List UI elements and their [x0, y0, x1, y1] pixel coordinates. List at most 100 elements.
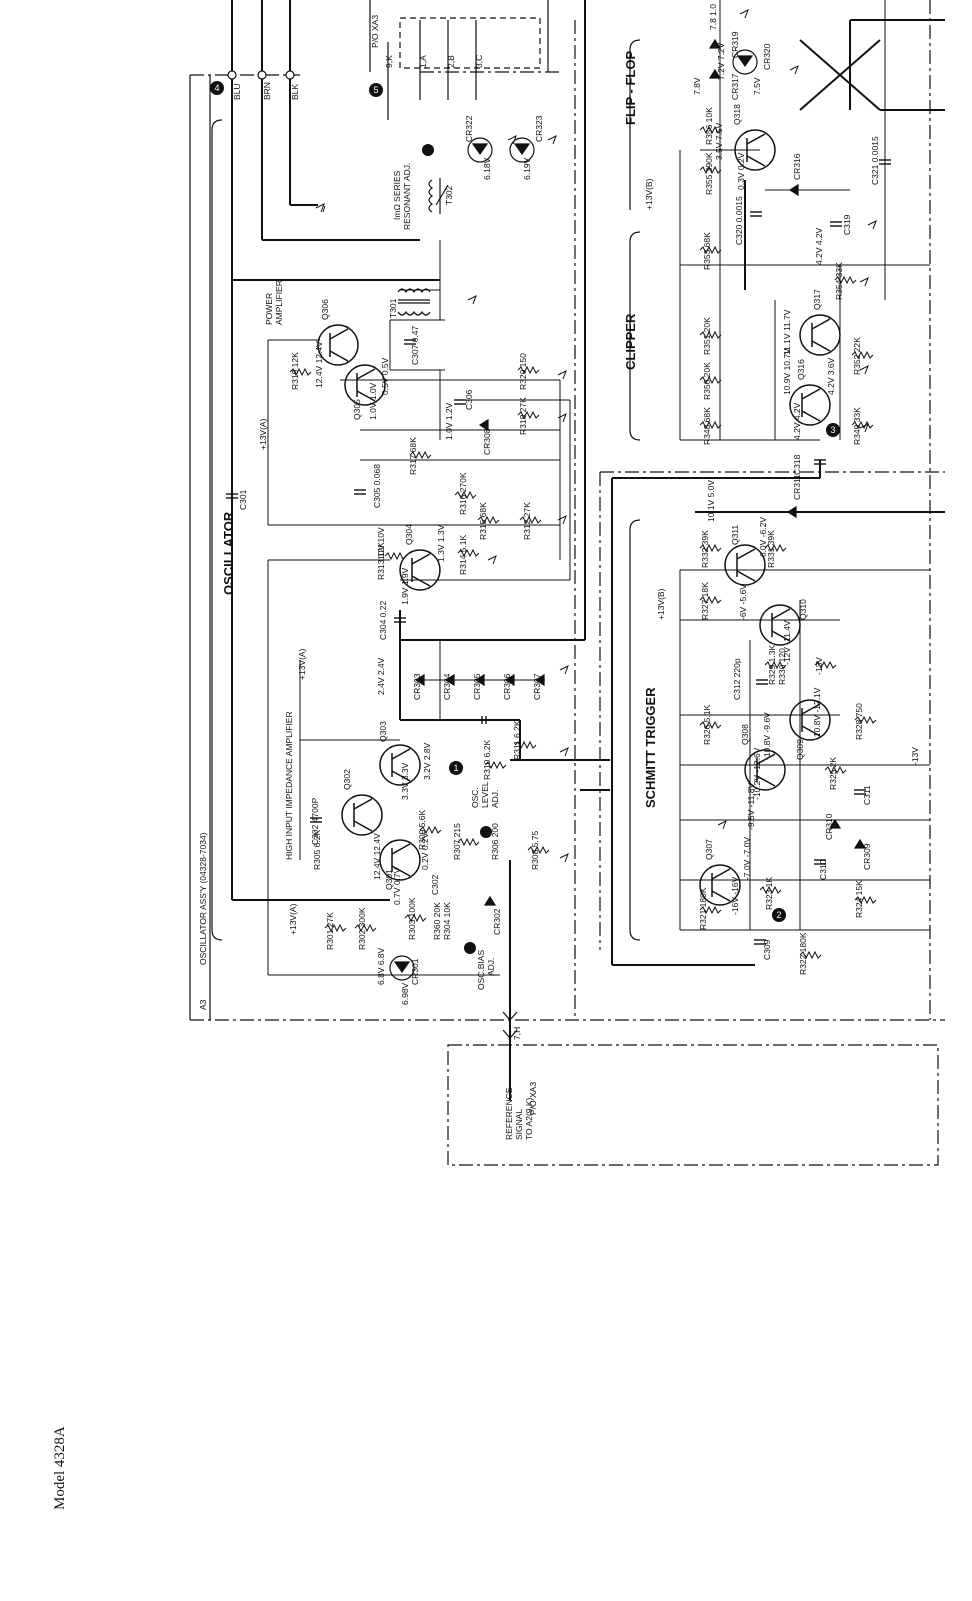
diode-cr304 — [444, 673, 455, 687]
label-r354: R354 33K — [834, 262, 844, 300]
transistor-q304 — [399, 549, 441, 591]
voltage-cr323: 6.19V — [522, 157, 532, 180]
voltage-q304a: 1.9V 1.9V — [400, 567, 410, 605]
voltage-cr319: 7.2V 7.2V — [716, 42, 726, 80]
capacitor-c304 — [394, 617, 406, 623]
voltage-q305b: 0.5V 0.5V — [380, 357, 390, 395]
label-r325: R325 2K — [828, 757, 838, 790]
pin-9k: 9,K — [384, 55, 394, 68]
svg-text:1: 1 — [453, 763, 458, 773]
reference-label-3: TO A2(9,K) — [524, 1097, 534, 1140]
diode-cr308 — [478, 418, 489, 432]
voltage-q301b: 12.4V 12.4V — [372, 833, 382, 880]
label-q306: Q306 — [320, 299, 330, 320]
label-c318: C318 — [792, 454, 802, 475]
transistor-q309 — [789, 699, 831, 741]
svg-text:2: 2 — [776, 910, 781, 920]
voltage-cr301: 6.98V — [400, 982, 410, 1005]
label-cr319: CR319 — [730, 31, 740, 58]
label-c304: C304 0.22 — [378, 601, 388, 640]
label-r327: R327 18K — [700, 582, 710, 620]
label-q303: Q303 — [378, 721, 388, 742]
label-cr306: CR306 — [502, 673, 512, 700]
label-c320: C320 0.0015 — [734, 196, 744, 245]
resistors — [289, 125, 877, 960]
zener-cr301 — [389, 955, 415, 981]
label-r311: R311 6.2K — [512, 720, 522, 760]
resonant-adj-icon — [422, 144, 434, 156]
oscillator-bracket — [211, 119, 223, 941]
connector-pxa3-top: P/O XA3 — [370, 15, 380, 48]
section-schmitt-trigger: SCHMITT TRIGGER — [643, 687, 658, 808]
transistor-q306 — [317, 324, 359, 366]
label-r352: R352 22K — [852, 337, 862, 375]
capacitor-c309 — [754, 939, 766, 945]
label-q317: Q317 — [812, 289, 822, 310]
transistor-q317 — [799, 314, 841, 356]
supply-13vb-2: +13V(B) — [644, 178, 654, 210]
diode-cr317 — [708, 68, 722, 79]
voltage-q311b: 10.1V 5.0V — [706, 480, 716, 522]
label-r308: R308 5.75 — [530, 831, 540, 870]
marker-5: 5 — [369, 83, 383, 97]
supply-m13v-2: -13V — [910, 747, 920, 765]
board-outline — [189, 0, 945, 1021]
svg-text:4: 4 — [214, 83, 219, 93]
osc-level-adj-icon — [480, 826, 492, 838]
label-r351: R351 20K — [702, 317, 712, 355]
label-c302: C302 4700P — [310, 797, 320, 845]
label-cr308: CR308 — [482, 428, 492, 455]
bottom-connector — [447, 860, 939, 1166]
diode-cr303 — [414, 673, 425, 687]
label-r306: R306 200 — [490, 823, 500, 860]
label-r324: R324 15K — [854, 880, 864, 918]
label-r309: R309 5.6K — [417, 810, 427, 850]
diode-cr319 — [708, 38, 722, 49]
diodes — [389, 38, 867, 981]
voltage-cr303: 2.4V 2.4V — [376, 657, 386, 695]
label-r322: R322 180K — [798, 932, 808, 975]
label-r332: R332 39K — [700, 530, 710, 568]
voltage-q301a: 0.7V 0.7V — [392, 867, 402, 905]
voltage-q308b: -10.2V -12.6V — [752, 747, 762, 800]
transistors — [317, 129, 841, 906]
ground-symbols — [315, 8, 877, 863]
label-cr309: CR309 — [862, 843, 872, 870]
capacitor-c303 — [481, 716, 487, 724]
hi-amp-label: HIGH INPUT IMPEDANCE AMPLIFIER — [284, 711, 294, 860]
transistor-q311 — [724, 544, 766, 586]
label-q302: Q302 — [342, 769, 352, 790]
marker-1: 1 — [449, 761, 463, 775]
flipflop-bracket — [629, 39, 641, 210]
capacitor-c321 — [879, 159, 891, 165]
label-t302: T302 — [444, 185, 454, 205]
voltage-q304c: 1.3V 1.3V — [436, 524, 446, 562]
capacitor-c311 — [854, 789, 866, 795]
label-r350: R350 20K — [702, 362, 712, 400]
transistor-q318 — [734, 129, 776, 171]
label-r323: R323 1K — [764, 877, 774, 910]
diode-cr307 — [534, 673, 545, 687]
connector-pxa3-bottom: P/O XA3 — [528, 1082, 538, 1115]
diode-cr309 — [853, 838, 867, 849]
footer-model: Model 4328A — [52, 1426, 72, 1510]
svg-text:3: 3 — [830, 425, 835, 435]
marker-3: 3 — [826, 423, 840, 437]
voltage-q317: 11.1V 11.7V — [782, 309, 792, 355]
osc-level-label-1: OSC. — [470, 787, 480, 808]
label-r310: R310 6.2K — [482, 740, 492, 780]
label-r349: R349 33K — [852, 407, 862, 445]
diode-cr310 — [828, 818, 842, 829]
zener-cr323 — [509, 137, 535, 163]
label-c321: C321 0.0015 — [870, 136, 880, 185]
label-r321: R321 180K — [698, 887, 708, 930]
label-cr323: CR323 — [534, 115, 544, 142]
label-r317: R317 68K — [408, 437, 418, 475]
transistor-q301 — [379, 839, 421, 881]
label-cr304: CR304 — [442, 673, 452, 700]
label-r348: R348 68K — [702, 407, 712, 445]
power-amplifier-label-1: POWER — [264, 293, 274, 325]
wire-label-blu: BLU — [232, 83, 242, 100]
main-wiring — [231, 0, 945, 966]
